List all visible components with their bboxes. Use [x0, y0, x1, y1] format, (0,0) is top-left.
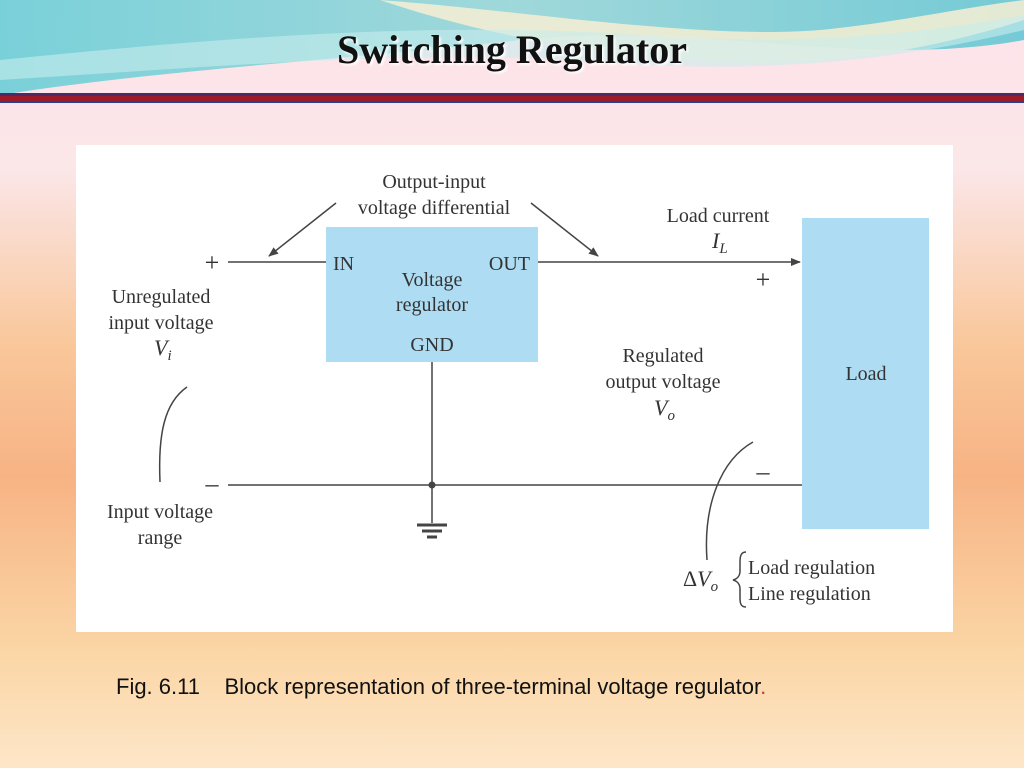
- load-block: [802, 218, 929, 529]
- figure-caption: Fig. 6.11 Block representation of three-…: [116, 674, 766, 700]
- input-minus-sign: –: [205, 469, 220, 498]
- output-minus-sign: –: [756, 457, 771, 486]
- slide-title: Switching Regulator: [337, 27, 687, 72]
- regulator-gnd-label: GND: [410, 334, 453, 356]
- regulator-block: [326, 227, 538, 362]
- regulator-name-line2: regulator: [396, 294, 469, 316]
- junction-dot: [428, 481, 436, 489]
- differential-arrow-right: [530, 202, 599, 257]
- load-label: Load: [845, 363, 886, 385]
- unregulated-label-line2: input voltage: [109, 312, 214, 334]
- regulator-block-diagram: IN OUT Voltage regulator GND Load Output…: [107, 171, 929, 608]
- delta-vo-symbol: ΔVo: [683, 566, 719, 595]
- regulated-label-line1: Regulated: [622, 345, 703, 367]
- title-bar-red: [0, 96, 1024, 101]
- differential-label-line1: Output-input: [382, 171, 486, 193]
- input-range-label-line2: range: [138, 527, 183, 549]
- title-bar-blue: [0, 101, 1024, 103]
- caption-text: Block representation of three-terminal v…: [224, 674, 761, 699]
- line-regulation-label: Line regulation: [748, 583, 871, 605]
- load-regulation-label: Load regulation: [748, 557, 875, 579]
- load-current-symbol: IL: [711, 228, 728, 257]
- differential-label-line2: voltage differential: [358, 197, 511, 219]
- vo-symbol: Vo: [654, 395, 675, 424]
- input-range-label-line1: Input voltage: [107, 501, 213, 523]
- regulator-out-label: OUT: [489, 253, 530, 275]
- regulator-name-line1: Voltage: [402, 269, 463, 291]
- regulated-label-line2: output voltage: [606, 371, 721, 393]
- load-current-label: Load current: [667, 205, 770, 227]
- header-wave-teal: [0, 0, 1024, 95]
- input-range-curve: [158, 386, 188, 483]
- delta-vo-brace: [732, 551, 747, 608]
- input-plus-sign: +: [205, 248, 220, 277]
- differential-arrow-left: [268, 202, 337, 257]
- regulator-in-label: IN: [333, 253, 354, 275]
- unregulated-label-line1: Unregulated: [112, 286, 211, 308]
- vi-symbol: Vi: [154, 335, 172, 364]
- caption-fig-number: Fig. 6.11: [116, 674, 200, 699]
- title-bar-dark: [0, 93, 1024, 96]
- delta-vo-curve: [705, 441, 754, 561]
- header-wave-light: [0, 15, 1024, 80]
- figure-panel: IN OUT Voltage regulator GND Load Output…: [76, 145, 953, 632]
- output-plus-sign: +: [756, 265, 771, 294]
- ground-symbol-icon: [417, 523, 447, 539]
- caption-dot: .: [760, 674, 767, 699]
